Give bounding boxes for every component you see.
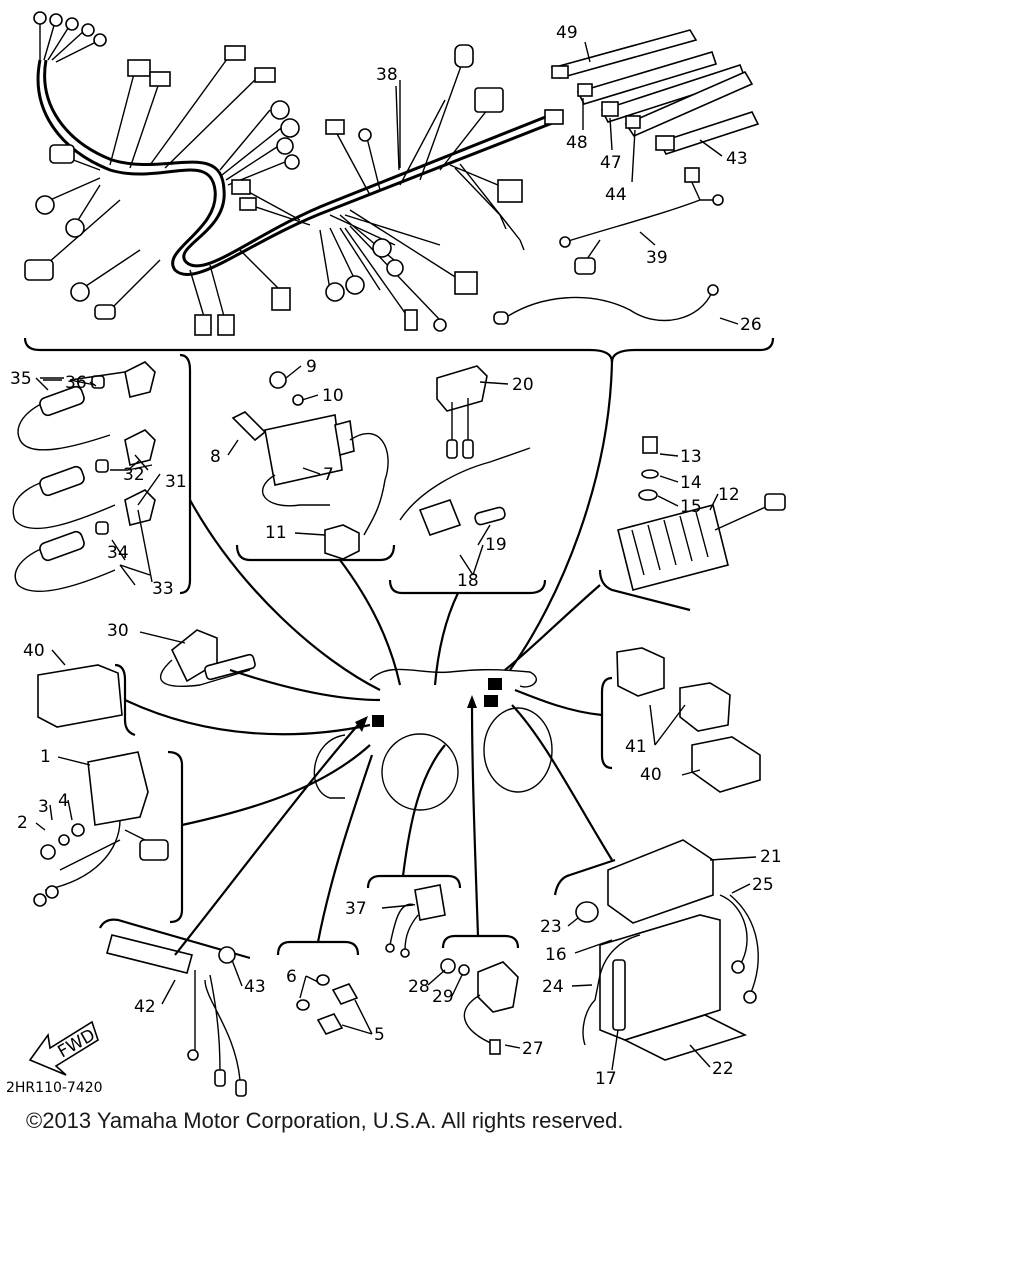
- callout-24: 24: [542, 977, 564, 997]
- leader-switch-42: [174, 724, 359, 956]
- callout-40-top: 40: [23, 641, 45, 661]
- connector-37: [366, 874, 462, 958]
- callout-49: 48: [566, 133, 588, 153]
- callout-15: 15: [680, 497, 702, 517]
- sensor-group-27-29: [440, 934, 520, 1055]
- callout-5: 5: [374, 1025, 385, 1045]
- callout-31: 31: [165, 472, 187, 492]
- leader-relay-group: [181, 744, 371, 827]
- sensor-group-31-36: [12, 353, 192, 595]
- frame-outline: [313, 668, 553, 811]
- leader-sensor-27: [470, 704, 480, 937]
- ignition-coil-group-7-11: [231, 371, 396, 562]
- callout-26: 26: [740, 315, 762, 335]
- callout-36: 36: [65, 373, 87, 393]
- cdi-unit-40: [37, 663, 136, 737]
- callout-35: 35: [10, 369, 32, 389]
- copyright-notice: ©2013 Yamaha Motor Corporation, U.S.A. A…: [26, 1108, 624, 1133]
- callout-7: 7: [323, 465, 334, 485]
- bolts-5-6: [276, 940, 360, 1035]
- callout-33: 33: [152, 579, 174, 599]
- callout-34: 34: [107, 543, 129, 563]
- lead-wire-39: [559, 167, 724, 275]
- callout-12: 12: [718, 485, 740, 505]
- callout-3: 3: [38, 797, 49, 817]
- callout-14: 14: [680, 473, 702, 493]
- callout-29: 29: [432, 987, 454, 1007]
- callout-25: 25: [752, 875, 774, 895]
- harness-bracket: [23, 337, 775, 363]
- callout-48: 49: [556, 23, 578, 43]
- callout-30: 30: [107, 621, 129, 641]
- leader-from-harness: [509, 359, 614, 671]
- leader-sensor-30: [229, 668, 381, 702]
- wire-harness-38: [24, 11, 564, 336]
- relay-group-1-4: [33, 750, 184, 924]
- callout-20: 20: [512, 375, 534, 395]
- drawing-code: 2HR110-7420: [6, 1080, 103, 1096]
- leader-bolts-5: [316, 754, 374, 943]
- callout-1: 1: [40, 747, 51, 767]
- callout-39: 39: [646, 248, 668, 268]
- forward-arrow-icon: FWD: [28, 1020, 99, 1076]
- callout-11: 11: [265, 523, 287, 543]
- ground-wire-26: [493, 284, 719, 325]
- callout-41: 41: [625, 737, 647, 757]
- arrowhead-27: [467, 695, 477, 708]
- leader-couplers-41: [514, 688, 603, 717]
- callout-labels: 49 38 48 47 43 44 39 26 35 36 32 31 34 3…: [10, 23, 782, 1089]
- callout-37: 37: [345, 899, 367, 919]
- callout-47: 47: [600, 153, 622, 173]
- regulator-12-15: [598, 436, 786, 612]
- couplers-40-41: [600, 647, 761, 793]
- callout-22: 22: [712, 1059, 734, 1079]
- callout-10: 10: [322, 386, 344, 406]
- callout-42: 42: [134, 997, 156, 1017]
- callout-27: 27: [522, 1039, 544, 1059]
- switch-group-42-43: [99, 918, 251, 1097]
- leader-battery-group: [511, 704, 613, 861]
- callout-38: 38: [376, 65, 398, 85]
- callout-45-46: 44: [605, 185, 627, 205]
- battery-group-16-25: [553, 839, 759, 1061]
- callout-8: 8: [210, 447, 221, 467]
- callout-43: 43: [244, 977, 266, 997]
- arrowhead-42: [355, 716, 368, 732]
- callout-leaders: [35, 41, 757, 1071]
- callout-19: 19: [485, 535, 507, 555]
- callout-16: 16: [545, 945, 567, 965]
- callout-6: 6: [286, 967, 297, 987]
- switch-group-18-20: [388, 365, 547, 595]
- leader-connector-37: [401, 744, 446, 877]
- callout-44: 43: [726, 149, 748, 169]
- callout-17: 17: [595, 1069, 617, 1089]
- callout-4: 4: [58, 791, 69, 811]
- leader-sensor-group: [189, 499, 381, 691]
- sensor-30: [160, 629, 256, 687]
- callout-13: 13: [680, 447, 702, 467]
- leader-coil-group: [339, 559, 402, 686]
- callout-32: 32: [123, 465, 145, 485]
- callout-40-right: 40: [640, 765, 662, 785]
- callout-2: 2: [17, 813, 28, 833]
- callout-23: 23: [540, 917, 562, 937]
- callout-9: 9: [306, 357, 317, 377]
- leader-switch-group: [433, 592, 459, 686]
- leader-cdi-40: [124, 699, 371, 736]
- callout-21: 21: [760, 847, 782, 867]
- callout-28: 28: [408, 977, 430, 997]
- leader-regulator: [504, 584, 601, 671]
- clamp-bands-44-49: [550, 29, 760, 155]
- callout-18: 18: [457, 571, 479, 591]
- wiring-parts-diagram: FWD 2HR110-7420 49 38 48 47 43 44 39 26 …: [6, 11, 786, 1097]
